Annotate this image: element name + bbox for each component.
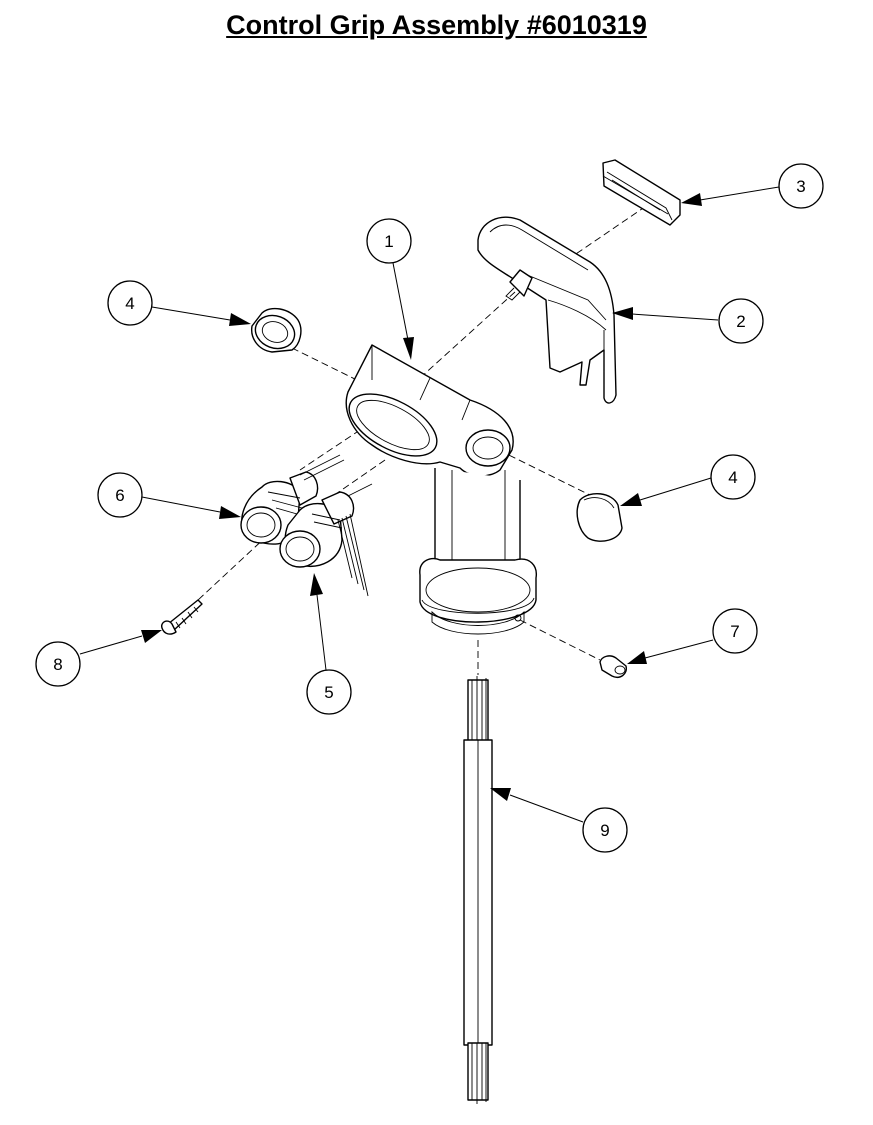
part-9-cable [463, 676, 493, 1104]
part-6-switch [240, 454, 345, 545]
callout-2: 2 [718, 298, 764, 344]
part-4-plug-lower [576, 493, 623, 542]
svg-text:8: 8 [53, 655, 62, 674]
callout-7: 7 [712, 608, 758, 654]
svg-text:4: 4 [728, 468, 737, 487]
leader-lines [79, 186, 780, 823]
svg-text:1: 1 [384, 232, 393, 251]
part-3-button-pad [602, 159, 681, 226]
callout-4-upper: 4 [107, 280, 153, 326]
svg-text:5: 5 [324, 683, 333, 702]
part-1-grip-body [345, 344, 537, 635]
part-4-plug-upper [251, 307, 302, 353]
part-2-handle-shell [477, 216, 617, 404]
svg-text:7: 7 [730, 622, 739, 641]
svg-text:9: 9 [600, 821, 609, 840]
svg-text:3: 3 [796, 177, 805, 196]
callout-8: 8 [35, 641, 81, 687]
callout-3: 3 [778, 163, 824, 209]
part-5-switch [279, 483, 373, 597]
callout-1: 1 [366, 218, 412, 264]
part-8-screw [160, 599, 203, 635]
svg-text:4: 4 [125, 294, 134, 313]
svg-text:6: 6 [115, 486, 124, 505]
diagram-title: Control Grip Assembly #6010319 [226, 10, 647, 40]
callout-4-lower: 4 [710, 454, 756, 500]
callout-6: 6 [97, 472, 143, 518]
callout-5: 5 [306, 669, 352, 715]
callout-9: 9 [582, 807, 628, 853]
svg-text:2: 2 [736, 312, 745, 331]
part-7-pin [599, 655, 627, 678]
